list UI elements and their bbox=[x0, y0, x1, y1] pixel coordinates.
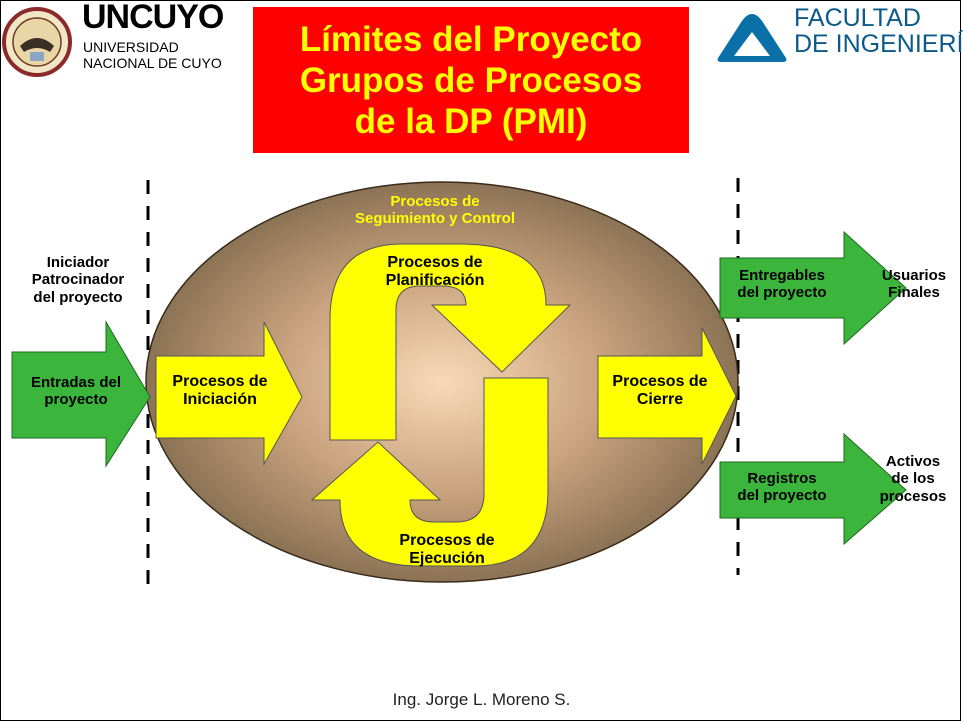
title-line-1: Límites del Proyecto bbox=[299, 19, 643, 59]
uncuyo-name: UNCUYO bbox=[82, 0, 224, 36]
deliverables-arrow bbox=[719, 230, 907, 346]
footer-credit: Ing. Jorge L. Moreno S. bbox=[392, 690, 571, 709]
university-seal-icon bbox=[2, 7, 72, 77]
planning-label: Procesos de Planificación bbox=[385, 254, 485, 290]
records-arrow-label: Registros del proyecto bbox=[737, 470, 827, 505]
closing-label: Procesos de Cierre bbox=[612, 373, 708, 409]
initiator-label: Iniciador Patrocinador del proyecto bbox=[31, 254, 125, 306]
deliverables-arrow-label: Entregables del proyecto bbox=[737, 267, 827, 302]
execution-label: Procesos de Ejecución bbox=[399, 532, 495, 568]
uncuyo-subtitle-1: UNIVERSIDAD bbox=[83, 39, 179, 55]
faculty-triangle-logo-icon bbox=[717, 14, 787, 62]
uncuyo-subtitle-2: NACIONAL DE CUYO bbox=[83, 55, 222, 71]
faculty-line-2: DE INGENIERÍA bbox=[794, 30, 963, 58]
initiation-label: Procesos de Iniciación bbox=[172, 373, 268, 409]
initiation-arrow bbox=[155, 321, 303, 466]
execution-arrow bbox=[310, 377, 549, 567]
planning-arrow bbox=[329, 243, 572, 441]
final-users-label: Usuarios Finales bbox=[881, 267, 947, 302]
monitoring-label: Procesos de Seguimiento y Control bbox=[354, 193, 515, 228]
slide-title: Límites del Proyecto Grupos de Procesos … bbox=[253, 7, 689, 153]
faculty-line-1: FACULTAD bbox=[794, 4, 921, 32]
process-assets-label: Activos de los procesos bbox=[879, 453, 947, 505]
input-arrow bbox=[11, 320, 151, 468]
title-line-3: de la DP (PMI) bbox=[354, 101, 588, 141]
closing-arrow bbox=[597, 327, 737, 465]
title-line-2: Grupos de Procesos bbox=[299, 60, 643, 100]
input-arrow-label: Entradas del proyecto bbox=[30, 374, 122, 409]
monitoring-ellipse bbox=[145, 181, 739, 583]
records-arrow bbox=[719, 432, 907, 546]
